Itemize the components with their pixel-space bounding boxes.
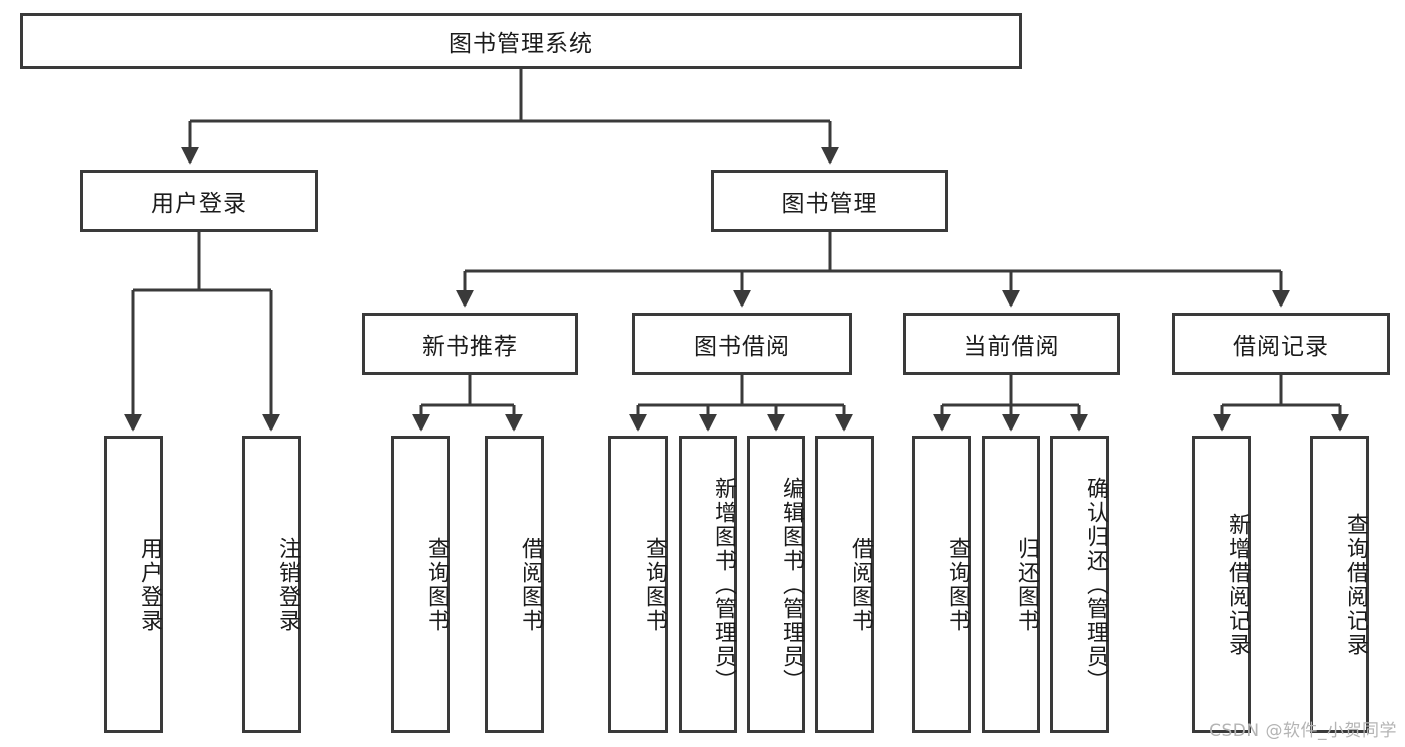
node-borrow-record[interactable]: 借阅记录 [1172,313,1390,375]
leaf-label: 查询借阅记录 [1343,512,1368,657]
leaf-label: 注销登录 [275,536,300,633]
leaf-label: 借阅图书 [518,536,543,633]
leaf-current-borrow-2[interactable]: 确认归还（管理员） [1050,436,1109,733]
node-book-management-label: 图书管理 [781,191,878,217]
leaf-book-borrow-1[interactable]: 新增图书（管理员） [679,436,737,733]
leaf-label: 编辑图书（管理员） [779,476,804,693]
node-user-login-label: 用户登录 [151,191,247,217]
leaf-label: 归还图书 [1014,536,1039,633]
leaf-label: 新增图书（管理员） [711,476,736,693]
leaf-current-borrow-1[interactable]: 归还图书 [982,436,1040,733]
leaf-new-book-1[interactable]: 借阅图书 [485,436,544,733]
leaf-current-borrow-0[interactable]: 查询图书 [912,436,971,733]
node-book-borrow-label: 图书借阅 [694,334,790,360]
node-user-login[interactable]: 用户登录 [80,170,318,232]
leaf-new-book-0[interactable]: 查询图书 [391,436,450,733]
leaf-label: 查询图书 [642,536,667,633]
node-root-label: 图书管理系统 [449,31,593,57]
leaf-label: 确认归还（管理员） [1083,476,1108,693]
leaf-label: 借阅图书 [848,536,873,633]
leaf-borrow-record-1[interactable]: 查询借阅记录 [1310,436,1369,733]
node-current-borrow-label: 当前借阅 [963,334,1060,360]
node-new-book-recommend-label: 新书推荐 [422,334,518,360]
leaf-borrow-record-0[interactable]: 新增借阅记录 [1192,436,1251,733]
leaf-label: 查询图书 [424,536,449,633]
node-book-management[interactable]: 图书管理 [711,170,948,232]
node-root[interactable]: 图书管理系统 [20,13,1022,69]
watermark: CSDN @软件_小贺同学 [1209,721,1397,741]
node-borrow-record-label: 借阅记录 [1233,334,1329,360]
node-book-borrow[interactable]: 图书借阅 [632,313,852,375]
leaf-label: 用户登录 [137,536,162,633]
leaf-book-borrow-0[interactable]: 查询图书 [608,436,668,733]
node-new-book-recommend[interactable]: 新书推荐 [362,313,578,375]
leaf-label: 查询图书 [945,536,970,633]
leaf-book-borrow-2[interactable]: 编辑图书（管理员） [747,436,805,733]
leaf-user-login-0[interactable]: 用户登录 [104,436,163,733]
leaf-user-login-1[interactable]: 注销登录 [242,436,301,733]
leaf-book-borrow-3[interactable]: 借阅图书 [815,436,874,733]
node-current-borrow[interactable]: 当前借阅 [903,313,1120,375]
leaf-label: 新增借阅记录 [1225,512,1250,657]
